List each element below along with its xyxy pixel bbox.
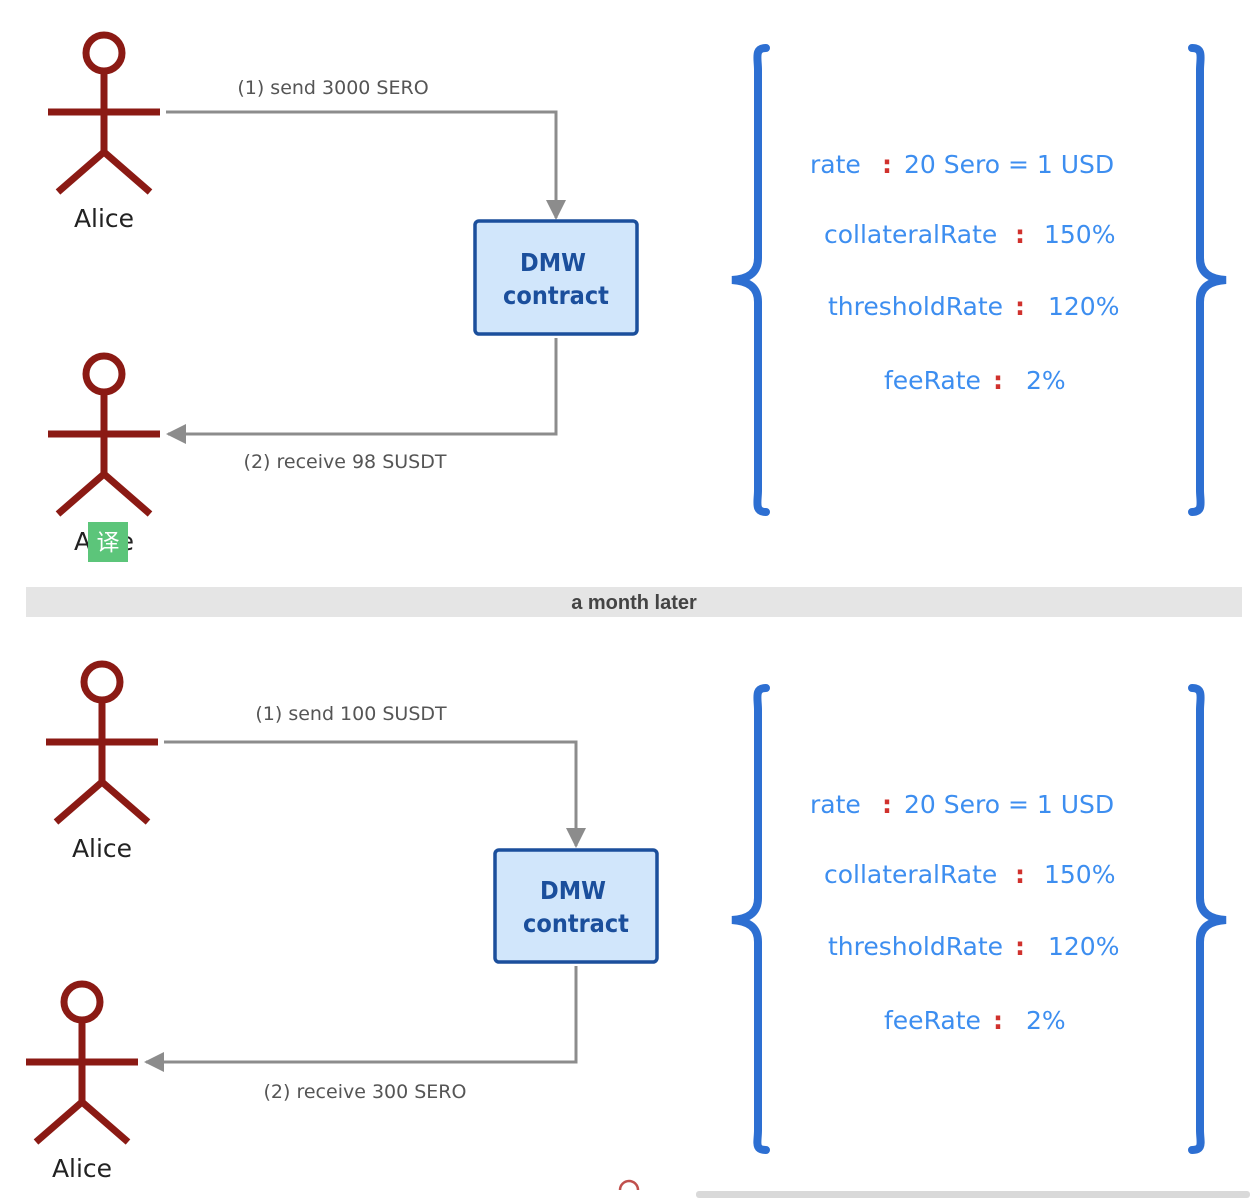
parameter-list: rate:20 Sero = 1 USD collateralRate:150%… bbox=[810, 790, 1119, 1035]
parameter-list: rate:20 Sero = 1 USD collateralRate:150%… bbox=[810, 150, 1119, 395]
param-collateral-rate: collateralRate:150% bbox=[824, 220, 1115, 249]
param-fee-rate: feeRate:2% bbox=[884, 366, 1066, 395]
sender-name: Alice bbox=[72, 834, 132, 863]
param-rate: rate:20 Sero = 1 USD bbox=[810, 150, 1114, 179]
contract-box: DMW contract bbox=[493, 848, 659, 964]
cropped-scrollbar-fragment bbox=[696, 1191, 1250, 1198]
translate-icon: 译 bbox=[97, 530, 120, 556]
param-threshold-rate: thresholdRate:120% bbox=[828, 292, 1119, 321]
send-connector bbox=[166, 110, 566, 220]
stick-figure-icon bbox=[46, 660, 158, 825]
time-divider: a month later bbox=[26, 587, 1242, 617]
cropped-fragments bbox=[618, 1179, 1250, 1198]
send-label: (1) send 100 SUSDT bbox=[255, 703, 447, 725]
contract-subtitle: contract bbox=[503, 281, 609, 310]
contract-box: DMW contract bbox=[473, 219, 639, 336]
translate-badge[interactable]: 译 bbox=[88, 522, 128, 562]
divider-label: a month later bbox=[571, 592, 697, 614]
stick-figure-icon bbox=[48, 352, 160, 517]
right-brace-icon bbox=[1188, 44, 1227, 516]
param-threshold-rate: thresholdRate:120% bbox=[828, 932, 1119, 961]
left-brace-icon bbox=[731, 684, 770, 1154]
param-fee-rate: feeRate:2% bbox=[884, 1006, 1066, 1035]
right-brace-icon bbox=[1188, 684, 1227, 1154]
send-connector bbox=[164, 740, 586, 848]
send-label: (1) send 3000 SERO bbox=[237, 77, 428, 99]
contract-subtitle: contract bbox=[523, 909, 629, 938]
receive-connector bbox=[166, 338, 558, 444]
stick-figure-icon bbox=[26, 980, 138, 1145]
receive-connector bbox=[144, 966, 578, 1072]
contract-title: DMW bbox=[540, 876, 606, 905]
contract-title: DMW bbox=[520, 248, 586, 277]
left-brace-icon bbox=[731, 44, 770, 516]
sender-name: Alice bbox=[74, 204, 134, 233]
stick-figure-icon bbox=[48, 31, 160, 195]
param-rate: rate:20 Sero = 1 USD bbox=[810, 790, 1114, 819]
receiver-name: Alice bbox=[52, 1154, 112, 1183]
receive-label: (2) receive 300 SERO bbox=[264, 1081, 467, 1103]
cropped-circle-fragment bbox=[618, 1179, 640, 1191]
scenario-2: Alice (1) send 100 SUSDT DMW contract (2… bbox=[26, 660, 1227, 1183]
param-collateral-rate: collateralRate:150% bbox=[824, 860, 1115, 889]
receive-label: (2) receive 98 SUSDT bbox=[244, 451, 447, 473]
scenario-1: Alice (1) send 3000 SERO DMW contract (2… bbox=[48, 31, 1227, 562]
